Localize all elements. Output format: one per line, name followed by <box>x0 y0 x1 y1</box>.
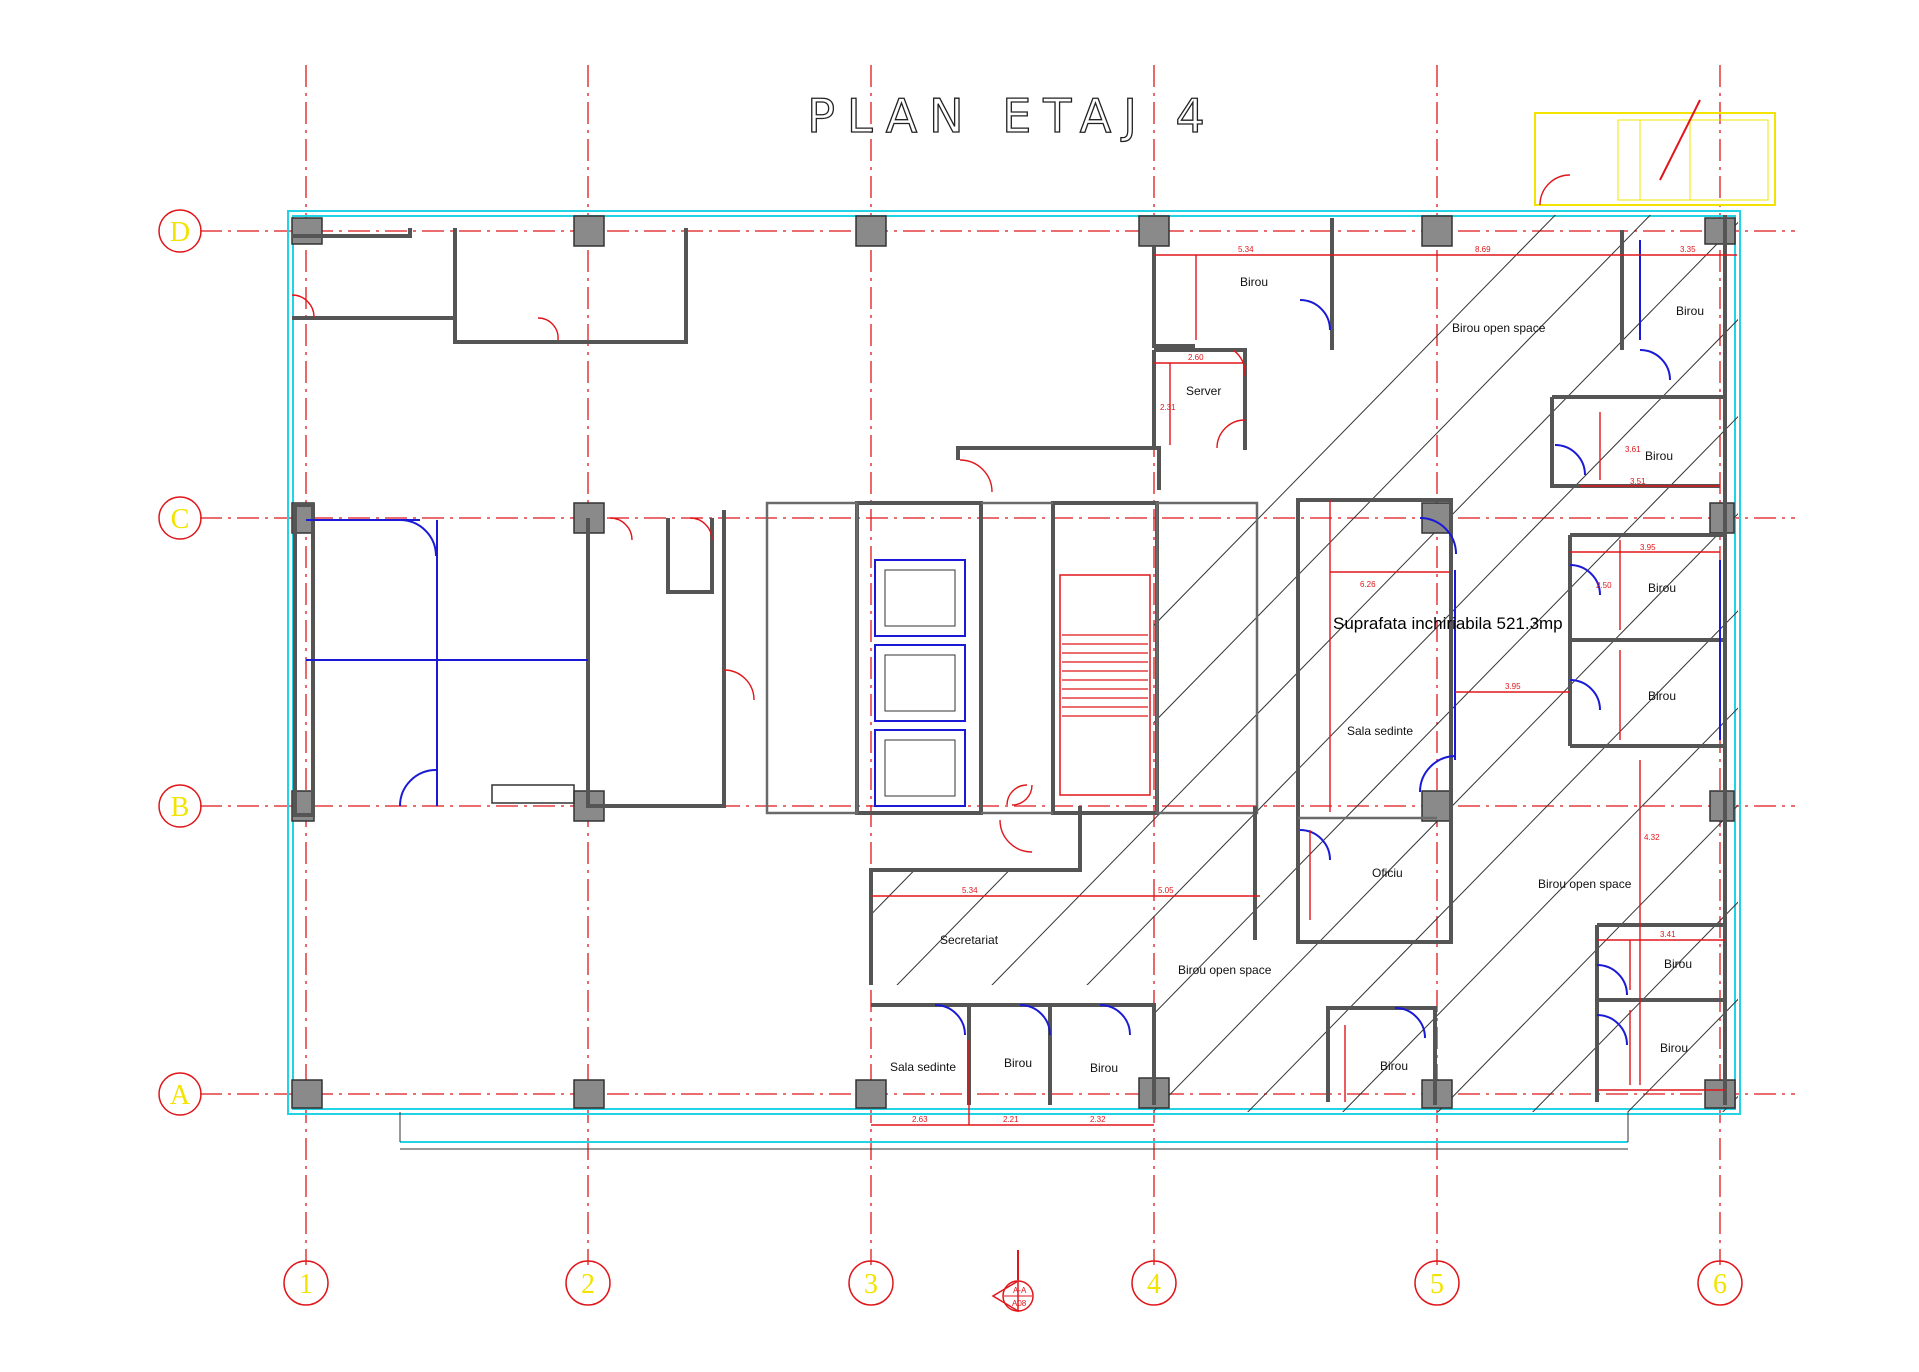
dimension-label: 2.31 <box>1160 403 1176 412</box>
rentable-area-label: Suprafata inchiriabila 521.3mp <box>1333 614 1563 633</box>
room-label-birou: Birou <box>1090 1061 1118 1075</box>
dimension-label: 4.32 <box>1644 833 1660 842</box>
facade <box>287 210 1741 1150</box>
hatch-line <box>1144 215 1738 1112</box>
column-axis-label: 6 <box>1713 1269 1727 1300</box>
section-marker-bottom: A08 <box>1012 1299 1027 1308</box>
dimension-label: 3.95 <box>1640 543 1656 552</box>
dimension-label: 5.34 <box>962 886 978 895</box>
section-marker-top: A-A <box>1013 1286 1027 1295</box>
hatch-line <box>871 215 1666 1112</box>
room-label-birou: Birou <box>1660 1041 1688 1055</box>
grid-lines <box>200 65 1795 1265</box>
hatch-line <box>1619 215 1738 1112</box>
room-label-birou-open-space: Birou open space <box>1538 877 1632 891</box>
walls <box>292 215 1727 1105</box>
plan-title: PLAN ETAJ 4 <box>807 89 1216 143</box>
row-axis-label: B <box>171 792 190 823</box>
room-label-sala-sedinte: Sala sedinte <box>1347 724 1413 738</box>
room-label-birou: Birou <box>1664 957 1692 971</box>
annotations <box>291 254 1737 1126</box>
hatch-line <box>1239 215 1738 1112</box>
column-axis-3: 3 <box>848 1260 894 1306</box>
row-axis-label: D <box>170 217 190 248</box>
hatch-line <box>871 215 1571 1112</box>
row-axis-a: A <box>158 1072 202 1116</box>
hatch-line <box>1049 215 1738 1112</box>
hatch-line <box>871 215 1738 1112</box>
room-label-birou: Birou <box>1380 1059 1408 1073</box>
column-axis-6: 6 <box>1697 1260 1743 1306</box>
room-label-birou-open-space: Birou open space <box>1178 963 1272 977</box>
section-marker: A-A A08 <box>991 1250 1034 1313</box>
column-axis-1: 1 <box>283 1260 329 1306</box>
dimension-label: 2.63 <box>912 1115 928 1124</box>
dimension-label: 8.69 <box>1475 245 1491 254</box>
dimension-label: 3.61 <box>1625 445 1641 454</box>
dimension-label: 3.41 <box>1660 930 1676 939</box>
dimension-labels: 5.34 8.69 3.35 3.61 2.60 2.31 6.26 3.95 … <box>912 245 1696 1124</box>
dimension-label: 2.50 <box>1596 581 1612 590</box>
hatch-line <box>1524 215 1738 1112</box>
structural-columns <box>291 215 1736 1109</box>
dimension-label: 3.35 <box>1680 245 1696 254</box>
room-label-birou: Birou <box>1004 1056 1032 1070</box>
room-labels: Birou Birou open space Birou Server Biro… <box>890 275 1704 1075</box>
row-axis-c: C <box>158 496 202 540</box>
dimension-label: 2.60 <box>1188 353 1204 362</box>
column-axis-4: 4 <box>1131 1260 1177 1306</box>
hatch-line <box>1714 215 1738 1112</box>
row-axis-label: A <box>170 1080 191 1111</box>
room-label-server: Server <box>1186 384 1221 398</box>
column-axis-label: 2 <box>581 1269 595 1300</box>
dimension-label: 5.34 <box>1238 245 1254 254</box>
room-label-sala-sedinte: Sala sedinte <box>890 1060 956 1074</box>
hatch-line <box>954 215 1738 1112</box>
row-axis-b: B <box>158 784 202 828</box>
stair-core <box>874 559 1151 807</box>
hatch-line <box>1334 215 1738 1112</box>
column-axis-label: 3 <box>864 1269 878 1300</box>
exterior-stair <box>1534 99 1776 206</box>
column-axis-label: 5 <box>1430 1269 1444 1300</box>
room-label-birou: Birou <box>1648 581 1676 595</box>
room-label-oficiu: Oficiu <box>1372 866 1403 880</box>
dimension-label: 5.05 <box>1158 886 1174 895</box>
room-label-birou: Birou <box>1648 689 1676 703</box>
fixtures <box>306 240 1721 1046</box>
hatch-line <box>1905 200 1919 1120</box>
column-axis-label: 4 <box>1147 1269 1161 1300</box>
row-axis-label: C <box>171 504 190 535</box>
dimension-label: 6.26 <box>1360 580 1376 589</box>
room-label-birou-open-space: Birou open space <box>1452 321 1546 335</box>
room-label-birou: Birou <box>1676 304 1704 318</box>
dimension-label: 2.32 <box>1090 1115 1106 1124</box>
column-axis-label: 1 <box>299 1269 313 1300</box>
hatch-line <box>1429 215 1738 1112</box>
dimension-label: 3.51 <box>1630 477 1646 486</box>
column-axis-2: 2 <box>565 1260 611 1306</box>
row-axis-d: D <box>158 209 202 253</box>
hatch-line <box>1810 200 1919 1120</box>
room-label-birou: Birou <box>1645 449 1673 463</box>
dimension-label: 3.95 <box>1505 682 1521 691</box>
room-label-birou: Birou <box>1240 275 1268 289</box>
room-label-secretariat: Secretariat <box>940 933 999 947</box>
column-axis-5: 5 <box>1414 1260 1460 1306</box>
dimension-label: 2.21 <box>1003 1115 1019 1124</box>
